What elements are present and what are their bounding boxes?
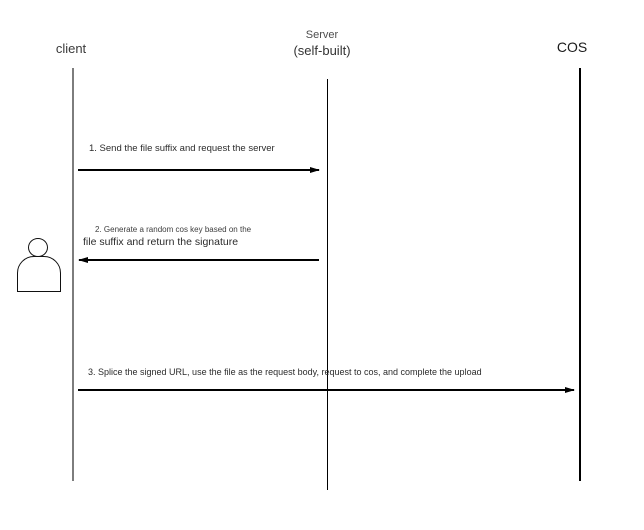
- message-1-arrow: [78, 166, 320, 173]
- actor-label-cos: COS: [556, 39, 588, 55]
- actor-label-server-sublabel: (self-built): [293, 43, 351, 58]
- message-2-label-line2: file suffix and return the signature: [83, 236, 239, 248]
- message-3-arrow: [78, 386, 575, 393]
- actor-label-server: Server (self-built): [262, 28, 382, 59]
- actor-label-server-name: Server: [305, 29, 339, 41]
- message-2-label-line1: 2. Generate a random cos key based on th…: [95, 225, 252, 234]
- lifeline-server: [327, 79, 328, 490]
- user-icon-body: [17, 256, 61, 292]
- arrowhead-right-icon: [565, 386, 575, 393]
- lifeline-client: [72, 68, 74, 481]
- arrowhead-left-icon: [78, 256, 88, 263]
- actor-label-client: client: [55, 41, 87, 56]
- message-3-label: 3. Splice the signed URL, use the file a…: [88, 367, 482, 377]
- message-1-label: 1. Send the file suffix and request the …: [89, 143, 275, 154]
- user-icon-head: [28, 238, 48, 257]
- lifeline-cos: [579, 68, 581, 481]
- message-2-arrow: [78, 256, 319, 263]
- arrowhead-right-icon: [310, 166, 320, 173]
